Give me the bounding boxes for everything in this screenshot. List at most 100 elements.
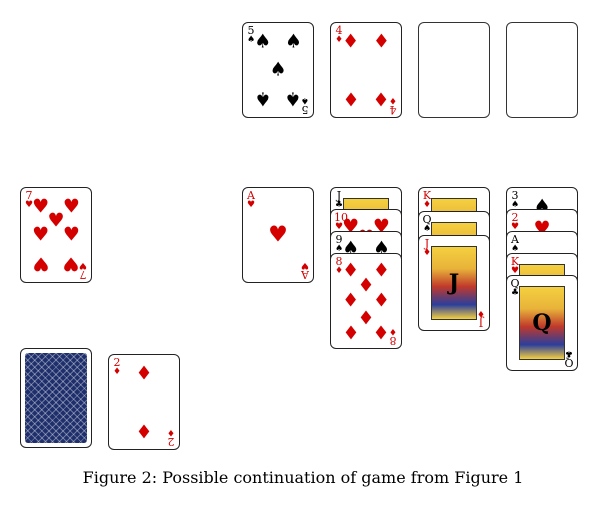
diamonds-icon: ♦	[422, 248, 432, 258]
diamonds-icon: ♦	[112, 367, 122, 377]
card-corner-index: 2♥	[510, 212, 520, 232]
card-corner-index: K♥	[510, 255, 520, 276]
card-corner-index: 2♦	[112, 356, 122, 377]
spades-icon: ♠	[422, 224, 432, 234]
card-corner-index: J♦	[422, 237, 432, 258]
card-rank: K	[422, 189, 432, 202]
card-rank: 4	[335, 24, 343, 37]
card-corner-index: 4♦	[334, 24, 344, 45]
diamonds-icon: ♦	[476, 308, 486, 318]
stock-pile[interactable]	[20, 348, 92, 448]
diamonds-icon: ♦	[422, 200, 432, 210]
diamonds-icon: ♦	[135, 362, 153, 385]
card-corner-index: Q♣	[510, 277, 520, 298]
card-rank: A	[247, 189, 255, 202]
card-corner-index: A♥	[300, 260, 310, 281]
hearts-icon: ♥	[510, 266, 520, 276]
diamonds-icon: ♦	[334, 266, 344, 276]
hearts-icon: ♥	[510, 222, 520, 232]
card-corner-index: Q♣	[564, 348, 574, 369]
card-jack-of-diamonds[interactable]: J♦J♦J	[418, 235, 490, 331]
card-rank: 10	[334, 211, 348, 224]
spades-icon: ♠	[284, 87, 302, 110]
diamonds-icon: ♦	[372, 87, 390, 110]
hearts-icon: ♥	[300, 260, 310, 270]
spades-icon: ♠	[254, 87, 272, 110]
card-queen-of-clubs[interactable]: Q♣Q♣Q	[506, 275, 578, 371]
card-corner-index: A♠	[510, 233, 520, 254]
card-corner-index: J♦	[476, 308, 486, 329]
card-rank: K	[510, 255, 520, 268]
spades-icon: ♠	[510, 200, 520, 210]
card-corner-index: J♣	[334, 189, 344, 210]
card-rank: 7	[25, 189, 33, 202]
card-5-of-spades[interactable]: 5♠5♠♠♠♠♠♠	[242, 22, 314, 118]
hearts-icon: ♥	[47, 209, 65, 232]
diamonds-icon: ♦	[342, 259, 360, 282]
card-rank: 8	[335, 255, 343, 268]
foundation-slot-empty[interactable]	[418, 22, 490, 118]
card-rank: A	[511, 233, 519, 246]
clubs-icon: ♣	[334, 200, 344, 210]
card-corner-index: 10♥	[334, 212, 348, 232]
clubs-icon: ♣	[510, 288, 520, 298]
diamonds-icon: ♦	[135, 419, 153, 442]
card-rank: 9	[335, 233, 343, 246]
diamonds-icon: ♦	[372, 320, 390, 343]
spades-icon: ♠	[284, 30, 302, 53]
card-rank: 5	[247, 24, 255, 37]
spades-icon: ♠	[254, 30, 272, 53]
hearts-icon: ♥	[334, 222, 344, 232]
card-rank: J	[424, 237, 430, 250]
foundation-slot-empty[interactable]	[506, 22, 578, 118]
hearts-icon: ♥	[32, 252, 50, 275]
figure-caption: Figure 2: Possible continuation of game …	[82, 468, 524, 487]
face-card-letter: J	[448, 270, 460, 296]
card-rank: J	[336, 189, 342, 202]
card-back-pattern	[25, 353, 87, 443]
card-4-of-diamonds[interactable]: 4♦4♦♦♦♦♦	[330, 22, 402, 118]
card-rank: Q	[510, 277, 520, 290]
card-rank: Q	[422, 213, 432, 226]
card-corner-index: Q♠	[422, 213, 432, 234]
diamonds-icon: ♦	[357, 274, 375, 297]
card-corner-index: 3♠	[510, 190, 520, 210]
queen-face-art: Q	[519, 286, 565, 360]
card-corner-index: A♥	[246, 189, 256, 210]
diamonds-icon: ♦	[342, 320, 360, 343]
card-corner-index: 9♠	[334, 233, 344, 254]
hearts-icon: ♥	[246, 200, 256, 210]
diamonds-icon: ♦	[166, 427, 176, 437]
jack-face-art: J	[431, 246, 477, 320]
hearts-icon: ♥	[32, 223, 50, 246]
diamonds-icon: ♦	[342, 289, 360, 312]
diamonds-icon: ♦	[372, 30, 390, 53]
diamonds-icon: ♦	[334, 35, 344, 45]
card-corner-index: K♦	[422, 189, 432, 210]
diamonds-icon: ♦	[342, 30, 360, 53]
spades-icon: ♠	[269, 58, 287, 81]
hearts-icon: ♥	[268, 222, 288, 248]
spades-icon: ♠	[246, 35, 256, 45]
card-rank: 2	[113, 356, 121, 369]
spades-icon: ♠	[510, 244, 520, 254]
card-ace-of-hearts[interactable]: A♥A♥♥	[242, 187, 314, 283]
hearts-icon: ♥	[32, 195, 50, 218]
spades-icon: ♠	[334, 244, 344, 254]
card-corner-index: 8♦	[334, 255, 344, 276]
diamonds-icon: ♦	[372, 259, 390, 282]
card-corner-index: 5♠	[246, 24, 256, 45]
hearts-icon: ♥	[62, 223, 80, 246]
face-card-letter: Q	[532, 310, 552, 336]
card-2-of-diamonds[interactable]: 2♦2♦♦♦	[108, 354, 180, 450]
hearts-icon: ♥	[62, 195, 80, 218]
diamonds-icon: ♦	[342, 87, 360, 110]
card-corner-index: 2♦	[166, 427, 176, 448]
diamonds-icon: ♦	[372, 289, 390, 312]
hearts-icon: ♥	[62, 252, 80, 275]
hearts-icon: ♥	[24, 200, 34, 210]
card-corner-index: 7♥	[24, 189, 34, 210]
clubs-icon: ♣	[564, 348, 574, 358]
card-8-of-diamonds[interactable]: 8♦8♦♦♦♦♦♦♦♦♦	[330, 253, 402, 349]
card-7-of-hearts[interactable]: 7♥7♥♥♥♥♥♥♥♥	[20, 187, 92, 283]
